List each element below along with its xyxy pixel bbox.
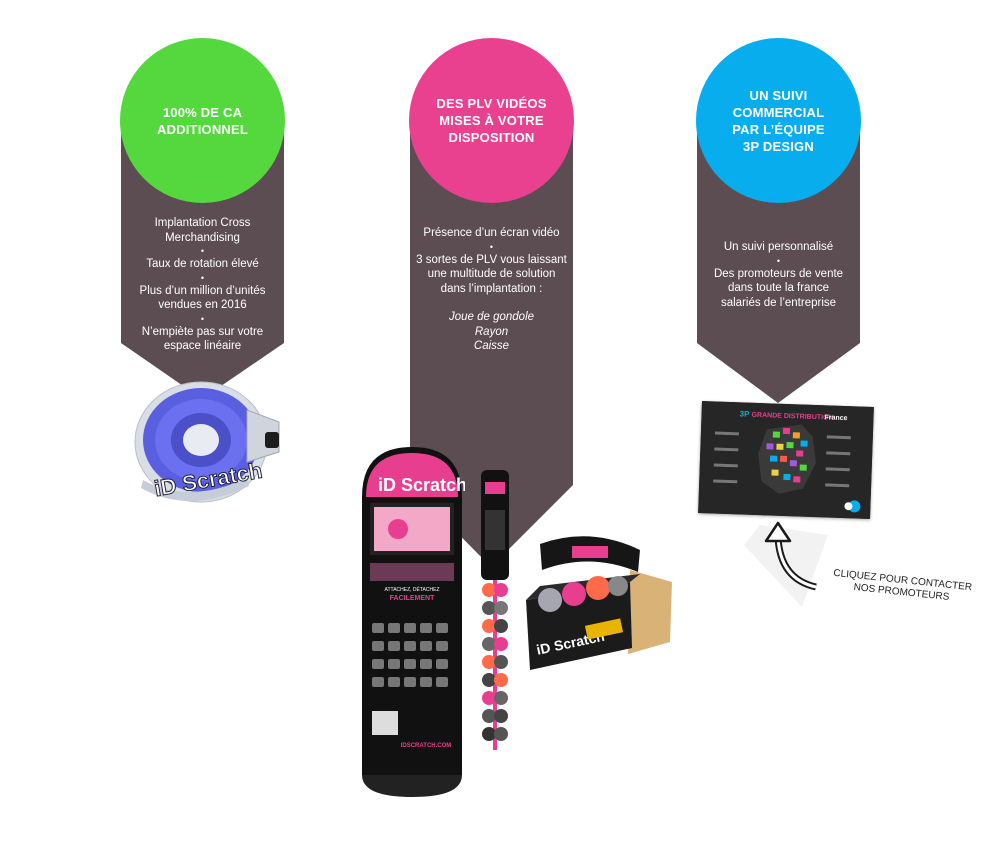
floor-display-image: iD Scratch ATTACHEZ, DÉTACHEZ FACILEMENT… <box>362 447 465 797</box>
map-title-mid: GRANDE DISTRIBUTION <box>751 412 833 422</box>
list-item: 3 sortes de PLV vous laissant une multit… <box>416 253 567 295</box>
svg-text:FACILEMENT: FACILEMENT <box>390 595 435 602</box>
list-item: Plus d’un million d’unités vendues en 20… <box>139 284 266 312</box>
bullet: • <box>200 272 205 283</box>
panel-title: DES PLV VIDÉOS MISES À VOTRE DISPOSITION <box>436 96 547 145</box>
display-logo: iD Scratch <box>378 475 465 495</box>
contact-promoters-link[interactable]: CLIQUEZ POUR CONTACTER NOS PROMOTEURS <box>831 568 973 607</box>
panel-title: 100% DE CA ADDITIONNEL <box>156 104 249 137</box>
list-item: Implantation Cross Merchandising <box>154 217 251 244</box>
bullet: • <box>200 313 205 324</box>
panel-list: Implantation Cross Merchandising • Taux … <box>125 216 280 354</box>
list-item-italic: Joue de gondole <box>448 311 535 323</box>
promoters-map-link[interactable]: 3P GRANDE DISTRIBUTION France <box>698 401 874 519</box>
panel-title-circle: DES PLV VIDÉOS MISES À VOTRE DISPOSITION <box>409 38 574 203</box>
bullet: • <box>776 255 781 266</box>
list-item: Taux de rotation élevé <box>146 258 259 270</box>
strip-display-image <box>481 470 509 750</box>
map-title-suffix: France <box>824 414 847 422</box>
counter-box-image: iD Scratch <box>526 536 672 670</box>
panel-title-circle: 100% DE CA ADDITIONNEL <box>120 38 285 203</box>
france-map-image: 3P GRANDE DISTRIBUTION France <box>698 401 874 519</box>
bullet: • <box>489 241 494 252</box>
list-item-italic: Caisse <box>473 340 510 352</box>
svg-text:ATTACHEZ, DÉTACHEZ: ATTACHEZ, DÉTACHEZ <box>385 586 440 593</box>
list-item-italic: Rayon <box>474 325 509 338</box>
bullet: • <box>200 246 205 256</box>
panel-list: Présence d’un écran vidéo • 3 sortes de … <box>414 226 569 354</box>
panel-ca-additionnel: 100% DE CA ADDITIONNEL Implantation Cros… <box>120 0 285 520</box>
panel-suivi-commercial: UN SUIVI COMMERCIAL PAR L’ÉQUIPE 3P DESI… <box>696 0 861 420</box>
panel-list: Un suivi personnalisé • Des promoteurs d… <box>701 240 856 310</box>
display-url: IDSCRATCH.COM <box>401 743 452 749</box>
curved-arrow-icon <box>744 521 828 607</box>
panel-title-circle: UN SUIVI COMMERCIAL PAR L’ÉQUIPE 3P DESI… <box>696 38 861 203</box>
map-title-prefix: 3P <box>739 409 750 418</box>
panel-title: UN SUIVI COMMERCIAL PAR L’ÉQUIPE 3P DESI… <box>732 87 825 154</box>
panel-pointer <box>697 343 860 403</box>
list-item: N’empiète pas sur votre espace linéaire <box>141 325 264 353</box>
list-item: Présence d’un écran vidéo <box>423 227 560 239</box>
list-item: Un suivi personnalisé <box>723 241 834 253</box>
list-item: Des promoteurs de vente dans toute la fr… <box>713 267 844 309</box>
tape-dispenser-image: iD Scratch <box>134 381 280 503</box>
